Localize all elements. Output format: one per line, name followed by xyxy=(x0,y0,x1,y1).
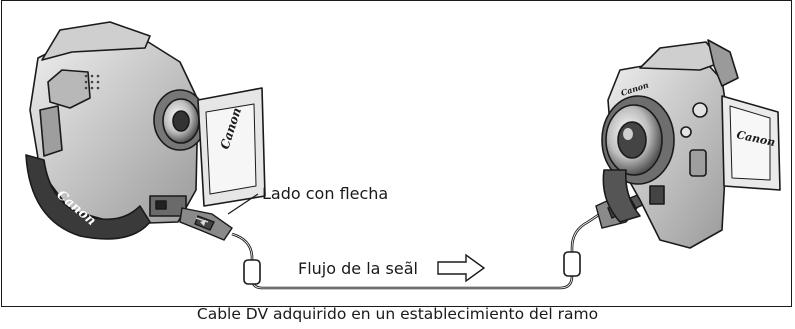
speaker-grille xyxy=(84,74,100,90)
left-camcorder xyxy=(25,21,266,240)
right-camcorder xyxy=(601,39,781,249)
left-ferrite-core xyxy=(243,259,261,285)
hand-strap xyxy=(25,154,151,240)
left-dv-plug xyxy=(179,207,233,241)
arrow-side-pointer xyxy=(227,193,259,215)
figure-caption: Cable DV adquirido en un establecimiento… xyxy=(196,305,599,323)
right-ferrite-core xyxy=(563,251,581,277)
signal-flow-arrow-icon xyxy=(437,253,486,283)
arrow-side-label: Lado con flecha xyxy=(262,184,389,203)
signal-flow-label: Flujo de la seãl xyxy=(298,259,418,278)
